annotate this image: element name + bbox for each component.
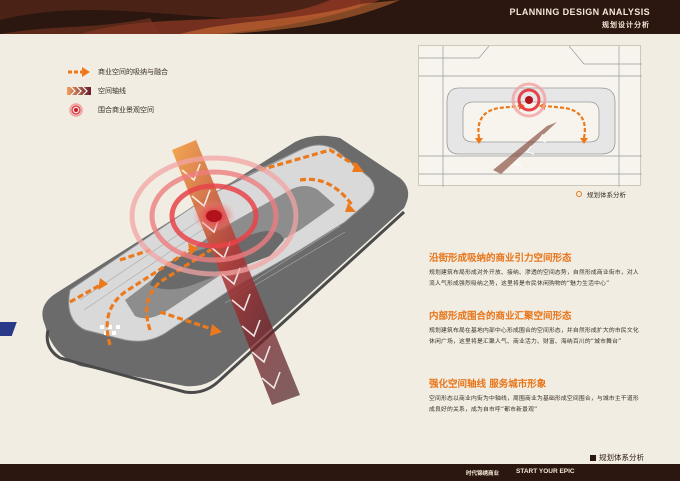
legend-label-absorb: 商业空间的吸纳与融合 — [98, 67, 168, 76]
section-body: 规划建筑布局在基地内部中心形成围合的空间形态，并自然形成扩大的市民文化休闲广场，… — [429, 328, 639, 345]
legend-label-enclosure: 围合商业景观空间 — [98, 105, 154, 114]
page-label-square-icon — [590, 454, 596, 461]
section-street-attraction: 沿街形成吸纳的商业引力空间形态 规划建筑布局形成对外开放、接纳、渗透的空间态势，… — [429, 250, 639, 289]
section-inner-enclosure: 内部形成围合的商业汇聚空间形态 规划建筑布局在基地内部中心形成围合的空间形态，并… — [429, 308, 639, 347]
footer-band: 时代锦绣商业 START YOUR EPIC — [0, 464, 680, 481]
legend-item-enclosure: 围合商业景观空间 — [66, 100, 168, 119]
caption-marker-icon — [576, 191, 582, 197]
page-label-text: 规划体系分析 — [599, 453, 644, 462]
key-map-caption-text: 规划体系分析 — [587, 191, 626, 199]
section-axis-image: 强化空间轴线 服务城市形象 空间形态以商业内街为中轴线，周围商业为基础形成空间围… — [429, 376, 639, 415]
header-swoosh-graphic — [0, 0, 400, 34]
section-title: 内部形成围合的商业汇聚空间形态 — [429, 311, 572, 322]
legend-item-absorb: 商业空间的吸纳与融合 — [66, 62, 168, 81]
key-map-caption: 规划体系分析 — [576, 189, 626, 199]
commercial-landscape-rings — [129, 155, 299, 277]
legend-label-axis: 空间轴线 — [98, 86, 126, 95]
section-body: 空间形态以商业内街为中轴线，周围商业为基础形成空间围合，与城市主干道形成良好的关… — [429, 396, 639, 413]
legend: 商业空间的吸纳与融合 空间轴线 围合商业景观空间 — [66, 62, 168, 119]
footer-brand-cn: 时代锦绣商业 — [466, 471, 500, 477]
orange-arrow-icon — [68, 66, 90, 77]
section-title: 沿街形成吸纳的商业引力空间形态 — [429, 253, 572, 264]
section-body: 规划建筑布局形成对外开放、接纳、渗透的空间态势，自然形成商业街市，对人流人气形成… — [429, 270, 639, 287]
key-map — [418, 45, 642, 187]
page-label: 规划体系分析 — [590, 452, 644, 463]
legend-item-axis: 空间轴线 — [66, 81, 168, 100]
flow-arrows — [69, 148, 361, 346]
header-title-cn: 规划设计分析 — [602, 21, 650, 29]
key-map-drawing — [419, 45, 642, 187]
footer-brand-en: START YOUR EPIC — [516, 468, 575, 475]
chevron-axis-icon — [67, 86, 91, 95]
header-band: PLANNING DESIGN ANALYSIS 规划设计分析 — [0, 0, 680, 34]
header-title-en: PLANNING DESIGN ANALYSIS — [509, 7, 650, 17]
section-title: 强化空间轴线 服务城市形象 — [429, 379, 547, 390]
concentric-rings-icon — [69, 102, 83, 117]
site-base-edge — [45, 210, 406, 394]
